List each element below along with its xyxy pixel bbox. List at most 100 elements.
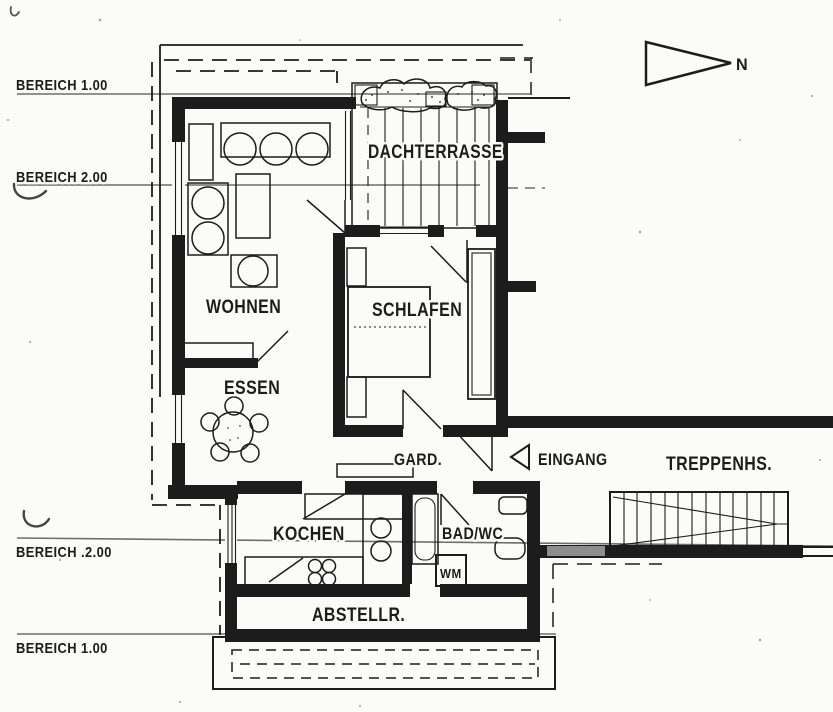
room-label-schlafen: SCHLAFEN	[372, 299, 462, 321]
sink-basin	[370, 517, 392, 539]
schlafen-door-swing	[402, 389, 442, 430]
terrace-door-swing-schlafen	[430, 240, 468, 283]
kitchen-counter-bottom	[244, 556, 364, 586]
wall-segment	[505, 416, 833, 428]
bathtub	[411, 493, 439, 565]
plant-stipple	[365, 89, 485, 103]
text-labels: BEREICH 1.00 BEREICH 2.00 BEREICH .2.00 …	[14, 52, 774, 658]
room-label-dachterrasse: DACHTERRASSE	[368, 141, 503, 163]
window-essen-left	[172, 395, 185, 443]
dining-chair	[224, 396, 244, 416]
essen-door-swing	[256, 330, 289, 363]
sideboard-essen	[182, 342, 254, 361]
planter-frame	[471, 84, 495, 106]
sideboard	[188, 123, 214, 181]
nightstand	[346, 247, 367, 287]
wall-segment	[333, 233, 345, 427]
room-schlafen-furniture	[346, 240, 496, 430]
wall-segment	[172, 235, 185, 395]
roof-outline	[151, 44, 662, 635]
wall-segment	[440, 584, 540, 597]
dining-chair	[200, 412, 220, 432]
side-table-bracket	[230, 254, 278, 288]
wall-segment	[443, 425, 508, 437]
roof-edge-solid	[159, 44, 523, 397]
window-kochen-left	[225, 505, 237, 563]
washing-machine	[435, 554, 467, 587]
terrace-door-swing	[306, 199, 346, 234]
wardrobe-inner	[471, 252, 492, 396]
nightstand	[346, 376, 367, 418]
wall-segment	[402, 494, 412, 584]
plants	[360, 78, 447, 113]
coffee-table	[235, 173, 271, 239]
wall-segment	[172, 443, 185, 493]
reference-lines	[9, 6, 833, 635]
north-label: N	[736, 55, 748, 74]
bath-door-swing	[440, 493, 470, 526]
wall-segment	[225, 629, 540, 642]
planter-box	[354, 78, 498, 113]
stair-direction-lines	[612, 496, 788, 547]
sofa	[220, 122, 331, 158]
window-schlafen-top	[380, 226, 428, 235]
dining-chair	[240, 443, 260, 463]
label-eingang: EINGANG	[538, 451, 608, 469]
north-arrow-icon	[644, 40, 732, 87]
roof-edge-dashed-topright	[500, 57, 533, 95]
wall-segment	[345, 225, 380, 237]
dining-chair	[210, 442, 230, 462]
entrance-arrow-icon	[509, 443, 530, 471]
roof-terrace	[351, 78, 498, 229]
north-arrow-triangle	[644, 40, 732, 87]
room-kochen-fittings	[244, 493, 404, 587]
pen-mark-bottom	[22, 509, 51, 528]
sofa-cushion	[295, 132, 329, 166]
kitchen-door-swing	[302, 493, 346, 520]
platform-edge	[212, 636, 556, 690]
wall-segment	[184, 358, 258, 368]
room-label-wohnen: WOHNEN	[206, 296, 281, 318]
stove-burners	[307, 558, 337, 587]
dining-chair	[249, 413, 269, 433]
planter-frame	[425, 91, 447, 107]
entry-door-swing	[455, 431, 493, 472]
wall-segment	[496, 100, 508, 430]
bathtub-inner	[414, 497, 436, 561]
bereich-1-top-label: BEREICH 1.00	[16, 76, 108, 93]
roof-edge-dashed-inner	[176, 70, 338, 83]
sofa-cushion	[259, 132, 293, 166]
kitchen-counter-top	[304, 493, 404, 520]
room-label-essen: ESSEN	[224, 377, 280, 399]
room-label-gard: GARD.	[394, 451, 442, 469]
plants	[446, 80, 498, 111]
room-wohnen-furniture	[187, 122, 346, 288]
room-label-bad-wc: BAD/WC	[442, 525, 503, 543]
side-table	[237, 255, 269, 287]
terrace-decking	[384, 108, 490, 226]
wall-segment	[168, 485, 238, 499]
window-wohnen-left	[172, 142, 185, 235]
wall-segment	[527, 481, 540, 636]
washbasin	[498, 496, 528, 515]
pen-mark-top	[12, 182, 48, 200]
armchair-group	[187, 182, 229, 256]
dining-table	[212, 411, 254, 453]
roof-edge-dashed-stair	[552, 563, 662, 634]
platform-dashed-inner	[231, 649, 539, 679]
window-terrace-wohnen	[344, 111, 352, 200]
room-label-abstellraum: ABSTELLR.	[312, 604, 405, 626]
label-washing-machine: WM	[440, 566, 462, 581]
walls	[168, 97, 833, 642]
bereich-1-bottom-label: BEREICH 1.00	[16, 639, 108, 656]
hatched-sill	[547, 546, 605, 556]
wall-segment	[345, 481, 437, 494]
room-label-treppenhaus: TREPPENHS.	[666, 453, 772, 475]
pen-mark-corner	[9, 6, 20, 17]
wall-thin-right	[803, 546, 833, 557]
toilet	[494, 537, 526, 560]
wardrobe-shelf	[336, 463, 414, 478]
bereich-2-bottom-label: BEREICH .2.00	[16, 543, 112, 560]
staircase	[609, 491, 789, 549]
